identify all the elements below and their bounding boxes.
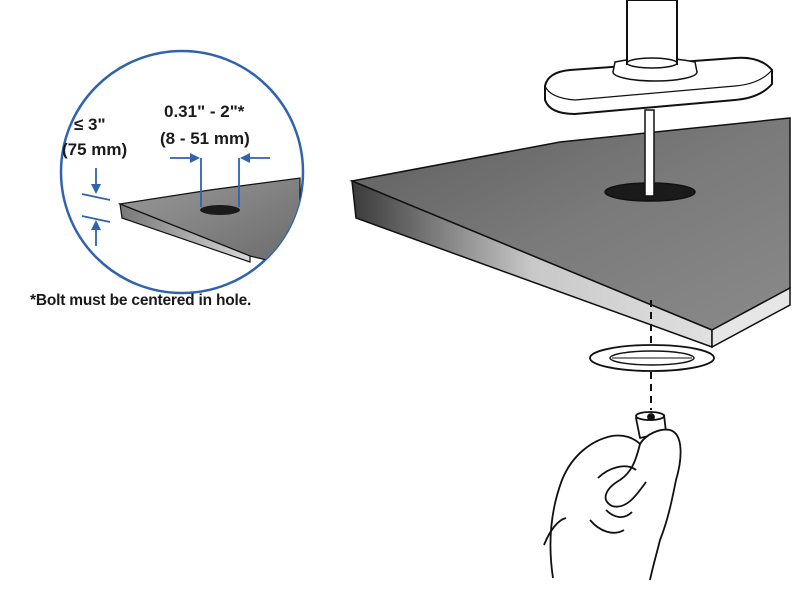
mount-pole	[626, 0, 678, 65]
inset-desk-hole	[200, 205, 240, 215]
thickness-max-label: ≤ 3"	[74, 115, 106, 134]
washer-bracket	[589, 344, 715, 372]
inset-detail: 0.31" - 2"* (8 - 51 mm) ≤ 3" (75 mm)	[59, 49, 305, 295]
hole-range-metric-label: (8 - 51 mm)	[160, 129, 250, 148]
inset-desk-edge	[119, 203, 251, 263]
bolt-centering-footnote: *Bolt must be centered in hole.	[30, 292, 252, 309]
hole-width-dimension	[170, 153, 270, 207]
thickness-dimension	[81, 168, 111, 246]
thickness-metric-label: (75 mm)	[62, 140, 127, 159]
mount-base-plate	[544, 56, 773, 116]
desk	[349, 117, 791, 349]
mount-base-assembly	[544, 0, 773, 197]
mount-bolt	[644, 109, 655, 197]
hand-with-bolt	[543, 411, 682, 581]
hole-range-label: 0.31" - 2"*	[164, 102, 245, 121]
desk-side-edge	[711, 286, 791, 349]
